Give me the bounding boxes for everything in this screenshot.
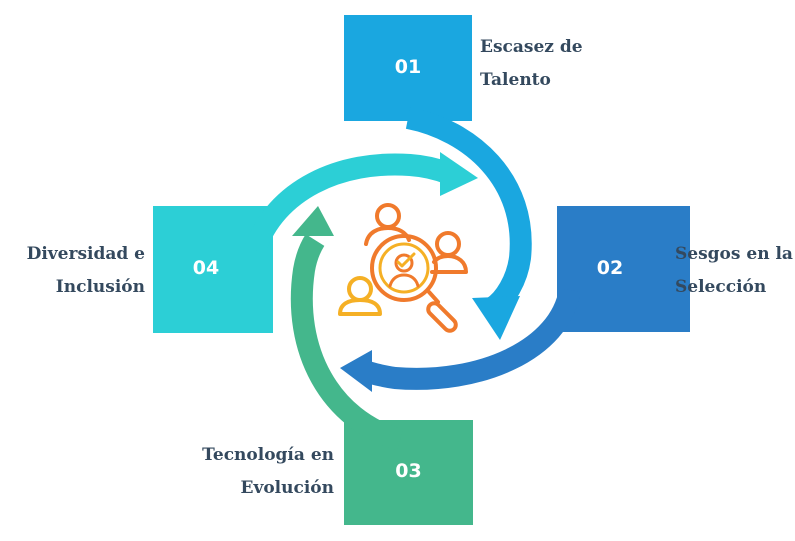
step-1-number: 01: [394, 56, 422, 78]
step-4-label-line-2: Inclusión: [55, 277, 145, 297]
talent-search-people-magnifier-icon: [338, 203, 468, 333]
step-3-label: Tecnología en Evolución: [202, 439, 334, 505]
arc-2-to-3: [357, 287, 581, 390]
step-2-label-line-1: Sesgos en la: [675, 244, 793, 264]
step-3-number: 03: [395, 460, 422, 482]
step-2-number: 02: [596, 257, 624, 279]
arrowhead-3: [292, 206, 334, 236]
arrowhead-2: [340, 350, 372, 392]
step-1-label-line-2: Talento: [480, 70, 551, 90]
arc-4-to-1: [244, 153, 455, 254]
arc-1-to-2: [405, 107, 532, 318]
step-1-label: Escasez de Talento: [480, 31, 583, 97]
step-3-label-line-1: Tecnología en: [202, 445, 334, 465]
step-4-label-line-1: Diversidad e: [26, 244, 145, 264]
arrowhead-4: [440, 152, 478, 196]
step-1-label-line-1: Escasez de: [480, 37, 583, 57]
step-4-number: 04: [192, 257, 220, 279]
step-2-box: [557, 206, 690, 332]
step-1-box: [344, 15, 472, 121]
step-2-label: Sesgos en la Selección: [675, 238, 793, 304]
arrowhead-1: [472, 296, 520, 340]
step-2-label-line-2: Selección: [675, 277, 767, 297]
step-3-label-line-2: Evolución: [240, 478, 335, 498]
arc-3-to-4: [290, 234, 404, 451]
step-3-box: [344, 420, 473, 525]
step-4-label: Diversidad e Inclusión: [27, 238, 145, 304]
